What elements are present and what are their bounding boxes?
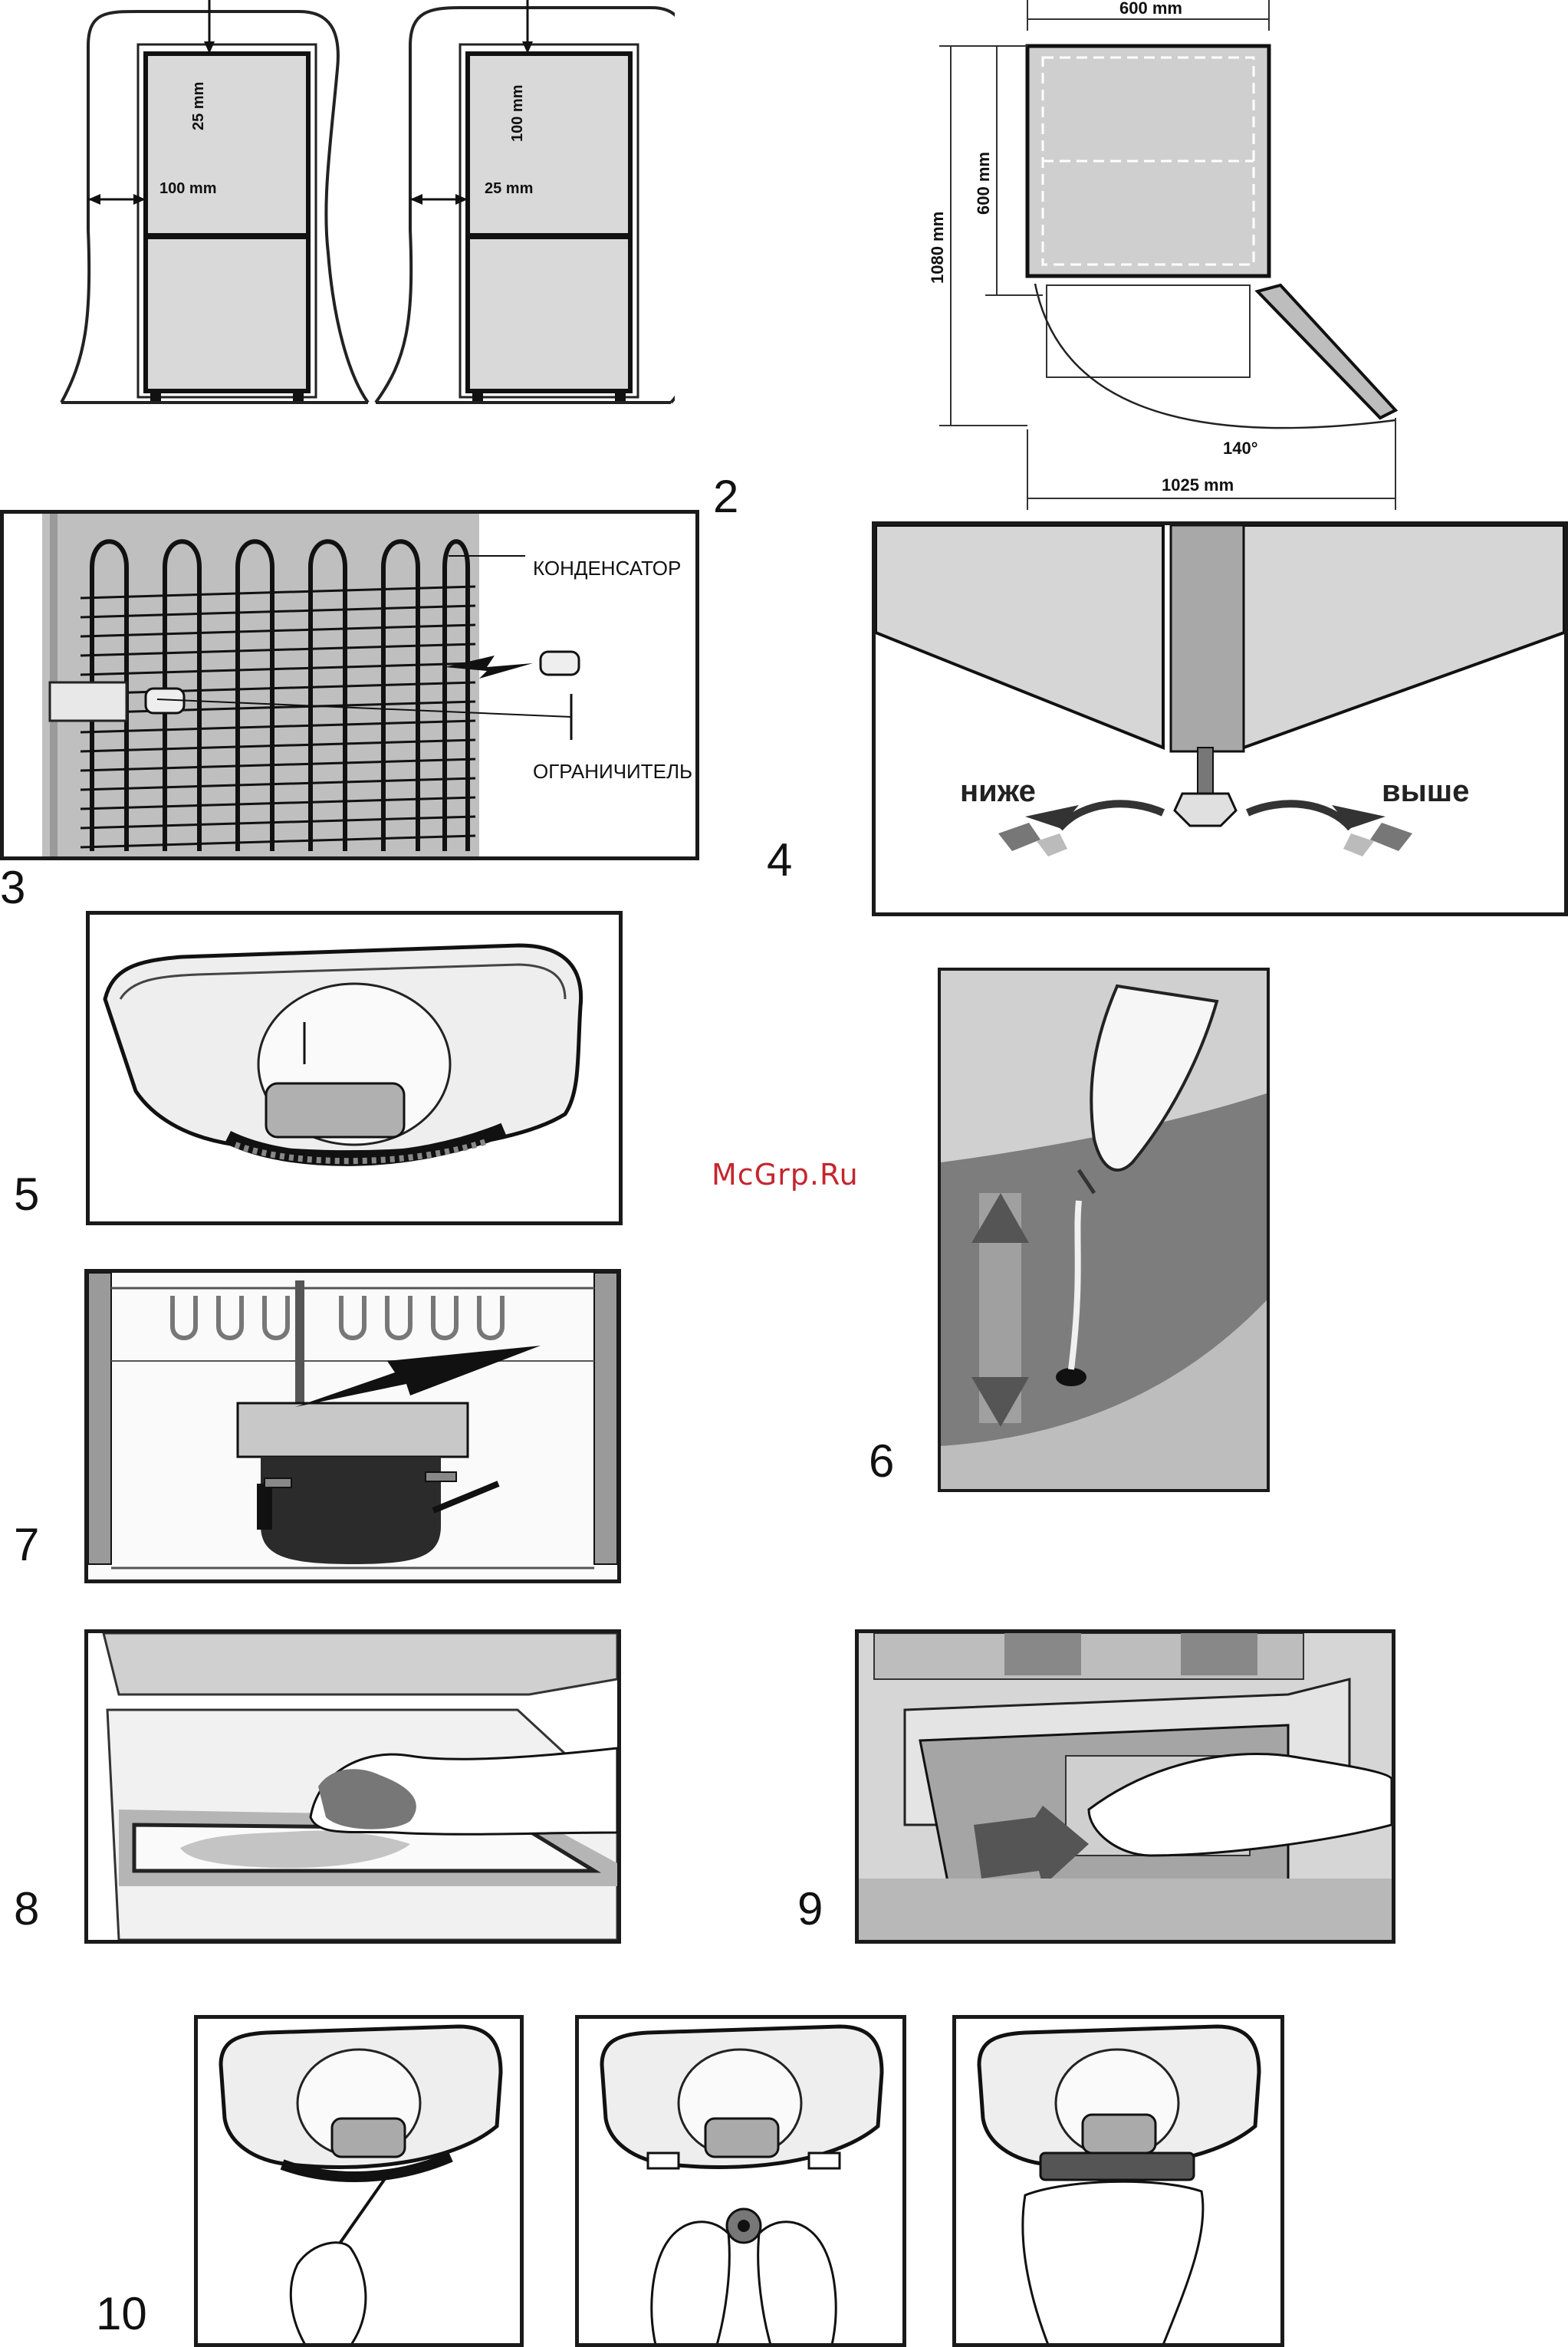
fig1-right-top-dim: 100 mm bbox=[509, 85, 526, 143]
fig1-right-side-dim: 25 mm bbox=[485, 180, 533, 197]
fig2-number: 2 bbox=[713, 474, 738, 520]
fig6-number: 6 bbox=[869, 1438, 894, 1484]
fig3-limiter-label: ОГРАНИЧИТЕЛЬ bbox=[533, 760, 692, 783]
fig8-wipe-frame bbox=[84, 1629, 621, 1944]
fig4-lower-label: ниже bbox=[960, 774, 1036, 808]
fig10-number: 10 bbox=[96, 2291, 147, 2337]
fig4-leveling-frame: ниже выше bbox=[872, 521, 1568, 916]
fig9-number: 9 bbox=[797, 1886, 823, 1932]
fig10-panel-b-illustration bbox=[579, 2019, 902, 2345]
fig10-panel-a-illustration bbox=[198, 2019, 520, 2345]
fig3-condenser-label: КОНДЕНСАТОР bbox=[533, 557, 681, 580]
fig2-dimensions-diagram: 600 mm 1080 mm 600 mm 140° 1025 mm bbox=[920, 0, 1415, 521]
fig2-width-label: 600 mm bbox=[1119, 0, 1182, 18]
watermark: McGrp.Ru bbox=[712, 1158, 859, 1192]
fig5-number: 5 bbox=[14, 1172, 39, 1218]
fig6-drain-frame bbox=[938, 968, 1270, 1492]
fig1-left-top-dim: 25 mm bbox=[190, 82, 207, 130]
fig9-drawer-illustration bbox=[859, 1633, 1392, 1940]
fig3-condenser-illustration: КОНДЕНСАТОР ОГРАНИЧИТЕЛЬ bbox=[4, 514, 695, 856]
fig3-condenser-frame: КОНДЕНСАТОР ОГРАНИЧИТЕЛЬ bbox=[0, 510, 699, 860]
fig9-drawer-frame bbox=[855, 1629, 1395, 1944]
fig2-open-depth-label: 1080 mm bbox=[928, 212, 947, 284]
fig10-panel-c-illustration bbox=[956, 2019, 1280, 2345]
fig7-compressor-illustration bbox=[88, 1273, 617, 1579]
fig7-compressor-frame bbox=[84, 1269, 621, 1583]
fig2-open-width-label: 1025 mm bbox=[1162, 475, 1234, 495]
fig10-panel-a bbox=[194, 2015, 524, 2347]
fig4-higher-label: выше bbox=[1382, 774, 1469, 808]
fig10-panel-c bbox=[952, 2015, 1284, 2347]
fig3-number: 3 bbox=[0, 865, 25, 911]
fig8-wipe-illustration bbox=[88, 1633, 617, 1940]
fig1-clearance-diagram: 25 mm 100 mm 100 mm 25 mm bbox=[46, 0, 675, 418]
fig2-depth-label: 600 mm bbox=[974, 152, 993, 215]
fig8-number: 8 bbox=[14, 1886, 39, 1932]
fig4-number: 4 bbox=[767, 837, 792, 883]
fig5-fan-frame bbox=[86, 911, 623, 1225]
fig1-left-side-dim: 100 mm bbox=[159, 180, 217, 197]
fig7-number: 7 bbox=[14, 1522, 39, 1568]
fig10-panel-b bbox=[575, 2015, 906, 2347]
fig4-leveling-illustration: ниже выше bbox=[876, 525, 1564, 912]
fig6-drain-illustration bbox=[941, 971, 1267, 1489]
fig5-fan-illustration bbox=[90, 915, 619, 1221]
fig2-angle-label: 140° bbox=[1223, 439, 1258, 458]
